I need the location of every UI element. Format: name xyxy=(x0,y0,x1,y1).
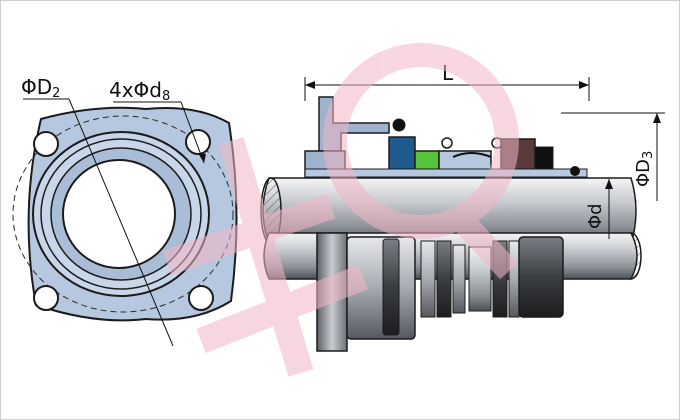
spring-wire xyxy=(452,152,492,158)
d2-label: ΦD2 xyxy=(21,75,60,101)
length-arrow-left-icon xyxy=(305,81,315,89)
holes-label: 4xΦd8 xyxy=(109,78,170,104)
stationary-seat xyxy=(388,136,416,172)
bolt-hole-top-right xyxy=(185,129,211,155)
sleeve-top xyxy=(304,168,588,178)
shaft-label: Φd xyxy=(585,203,606,229)
hq-watermark-logo xyxy=(162,43,519,377)
bolt-circle-dashed xyxy=(12,115,234,313)
oring-sleeve xyxy=(570,166,580,176)
oring-top-1 xyxy=(392,118,406,132)
d3-label: ΦD3 xyxy=(633,151,656,187)
collar xyxy=(518,236,564,318)
flange-front-view xyxy=(12,98,238,347)
seal-ring-2 xyxy=(436,240,452,318)
holes-arrow-icon xyxy=(198,153,206,163)
bolt-hole-bottom-left xyxy=(33,285,59,311)
seal-ring-1 xyxy=(420,240,436,318)
seal-ring-4 xyxy=(508,240,520,318)
flange-ring-mid xyxy=(40,138,202,290)
oring-band-left xyxy=(382,238,400,336)
flange-bore xyxy=(62,159,176,269)
d3-arrow-icon xyxy=(653,113,661,123)
holes-leader-diag xyxy=(180,101,205,164)
spring-coil-1 xyxy=(441,137,453,149)
d2-diameter-line xyxy=(68,98,174,347)
spring-body-1 xyxy=(452,244,466,314)
shaft-arrow-top-icon xyxy=(605,179,613,189)
bolt-hole-top-left xyxy=(33,131,59,157)
bolt-hole-bottom-right xyxy=(188,285,214,311)
rotating-face xyxy=(414,150,440,172)
length-arrow-right-icon xyxy=(579,81,589,89)
drive-collar xyxy=(534,146,554,172)
